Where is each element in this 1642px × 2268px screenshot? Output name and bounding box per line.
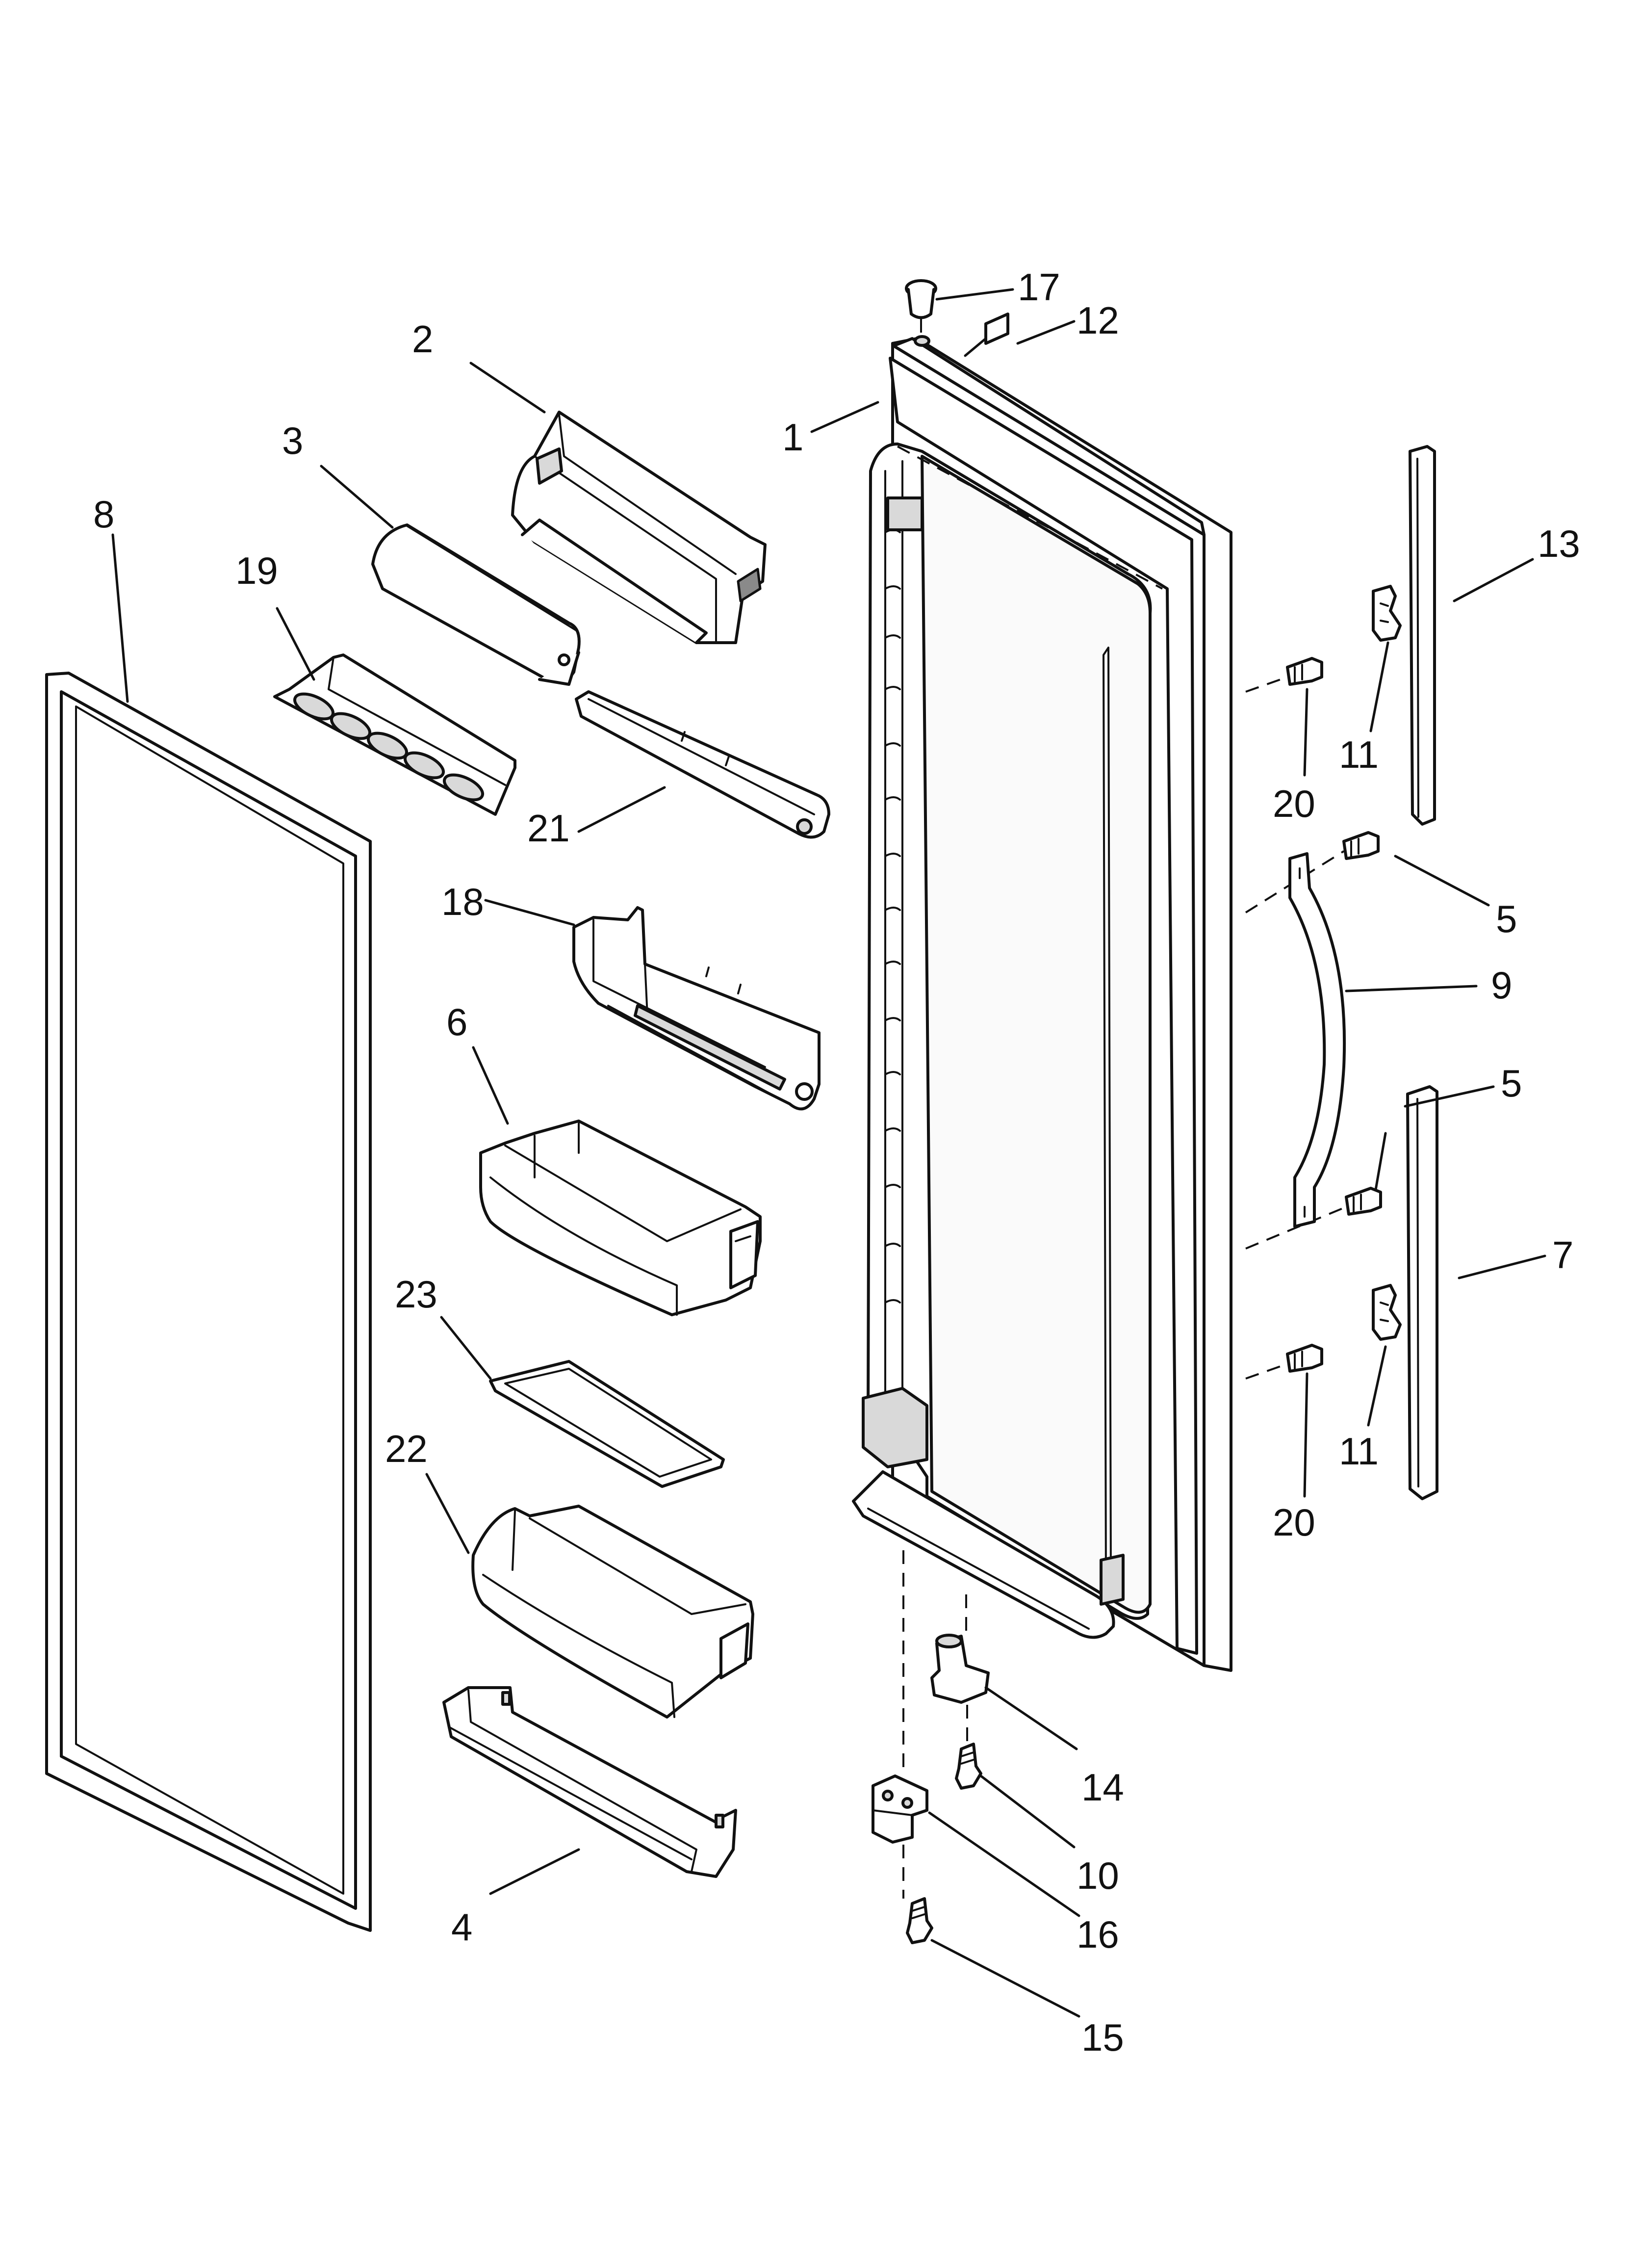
leader-lines [111, 288, 1546, 2018]
trim-clip-upper-part-11 [1372, 585, 1402, 642]
callout-10: 10 [1077, 1854, 1119, 1897]
door-bin-part-4 [442, 1686, 737, 1878]
callout-4: 4 [451, 1905, 472, 1949]
callout-12: 12 [1077, 299, 1119, 342]
hinge-pin-part-14 [930, 1594, 990, 1704]
callout-19: 19 [235, 549, 278, 592]
callout-23: 23 [395, 1273, 437, 1316]
callout-11-upper: 11 [1339, 733, 1379, 776]
door-bin-part-6 [479, 1120, 762, 1316]
screw-lower-part-20 [1245, 1344, 1323, 1380]
door-trim-lower-part-7 [1406, 1085, 1438, 1500]
callout-8: 8 [93, 493, 114, 536]
callout-1: 1 [782, 416, 803, 459]
bottom-hinge-bracket-part-16 [872, 1550, 928, 1899]
callout-labels: 17 12 2 1 3 8 19 13 11 20 21 5 18 9 6 5 … [93, 265, 1580, 2059]
door-bin-part-18 [572, 906, 821, 1111]
callout-3: 3 [282, 419, 303, 462]
trim-clip-lower-part-11 [1372, 1284, 1402, 1341]
hinge-plug-part-17 [905, 279, 937, 339]
door-assembly-part-1 [852, 335, 1232, 1672]
dairy-compartment-part-2 [511, 411, 767, 644]
door-gasket-part-8 [45, 672, 372, 1932]
callout-20-upper: 20 [1273, 782, 1315, 825]
callout-21: 21 [527, 807, 570, 850]
callout-5-lower: 5 [1501, 1062, 1522, 1105]
callout-17: 17 [1018, 265, 1060, 309]
dairy-door-part-3 [371, 523, 581, 686]
callout-15: 15 [1081, 2016, 1124, 2059]
callout-5-upper: 5 [1496, 897, 1517, 940]
callout-16: 16 [1077, 1913, 1119, 1956]
callout-7: 7 [1552, 1233, 1573, 1277]
door-trim-upper-part-13 [1409, 445, 1436, 826]
callout-20-lower: 20 [1273, 1501, 1315, 1544]
bracket-screw-part-15 [906, 1897, 933, 1944]
egg-tray-part-19 [273, 653, 516, 816]
bin-insert-part-23 [489, 1360, 725, 1488]
callout-14: 14 [1081, 1766, 1124, 1809]
door-handle-part-9 [1288, 852, 1346, 1228]
callout-2: 2 [412, 317, 433, 361]
egg-cups [293, 692, 484, 802]
label-part-12 [964, 313, 1009, 357]
handle-screw-lower-part-5 [1245, 1187, 1382, 1250]
shelf-divider-part-21 [575, 690, 830, 839]
callout-13: 13 [1538, 522, 1580, 565]
callout-11-lower: 11 [1339, 1430, 1379, 1473]
door-bin-part-22 [471, 1505, 754, 1719]
callout-18: 18 [441, 880, 484, 923]
hinge-screw-part-10 [955, 1705, 982, 1790]
callout-9: 9 [1491, 964, 1512, 1007]
callout-22: 22 [385, 1427, 428, 1470]
screw-upper-part-20 [1245, 657, 1323, 693]
callout-6: 6 [446, 1000, 467, 1043]
